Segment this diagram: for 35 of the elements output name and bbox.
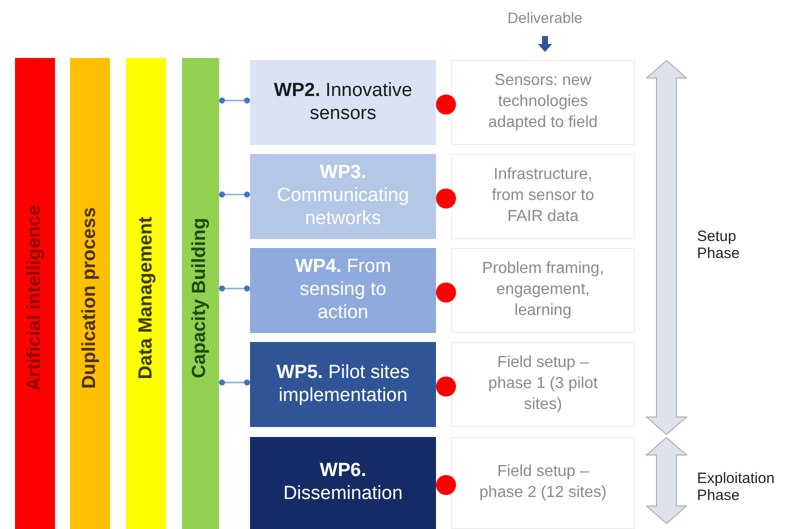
bar-label: Capacity Building <box>190 218 212 378</box>
deliverable-text: Problem framing, engagement, learning <box>481 259 605 321</box>
deliverable-box <box>451 437 635 529</box>
deliverable-text: Field setup – phase 1 (3 pilot sites) <box>487 353 599 415</box>
theme-bar <box>182 58 219 529</box>
connector-line <box>219 192 250 198</box>
bar-label: Artificial intelligence <box>24 205 46 391</box>
deliverable-text: Infrastructure, from sensor to FAIR data <box>490 165 596 227</box>
column-heading: Deliverable <box>506 10 584 27</box>
theme-bar <box>126 58 166 529</box>
deliverable-text: Sensors: new technologies adapted to field <box>487 71 599 133</box>
connector-line <box>219 286 250 292</box>
work-package-title: WP2. Innovative sensors <box>272 80 414 126</box>
work-package-box <box>250 60 436 145</box>
deliverable-box <box>451 248 635 333</box>
phase-label: Exploitation Phase <box>697 470 776 504</box>
work-package-title: WP4. From sensing to action <box>294 256 392 325</box>
theme-bar <box>15 58 55 529</box>
bar-label: Data Management <box>135 216 157 380</box>
theme-bar <box>70 58 110 529</box>
work-package-title: WP5. Pilot sites implementation <box>275 362 411 408</box>
deliverable-box <box>451 342 635 427</box>
phase-label: Setup Phase <box>697 228 741 262</box>
deliverable-text: Field setup – phase 2 (12 sites) <box>478 462 608 503</box>
connector-line <box>219 380 250 386</box>
connector-line <box>219 98 250 104</box>
deliverable-box <box>451 60 635 145</box>
bar-label: Duplication process <box>79 207 101 389</box>
work-package-box <box>250 248 436 333</box>
deliverable-box <box>451 154 635 239</box>
work-package-title: WP3. Communicating networks <box>276 162 410 231</box>
work-package-box <box>250 342 436 427</box>
work-package-box <box>250 154 436 239</box>
work-package-title: WP6. Dissemination <box>282 460 404 506</box>
work-package-box <box>250 437 436 529</box>
